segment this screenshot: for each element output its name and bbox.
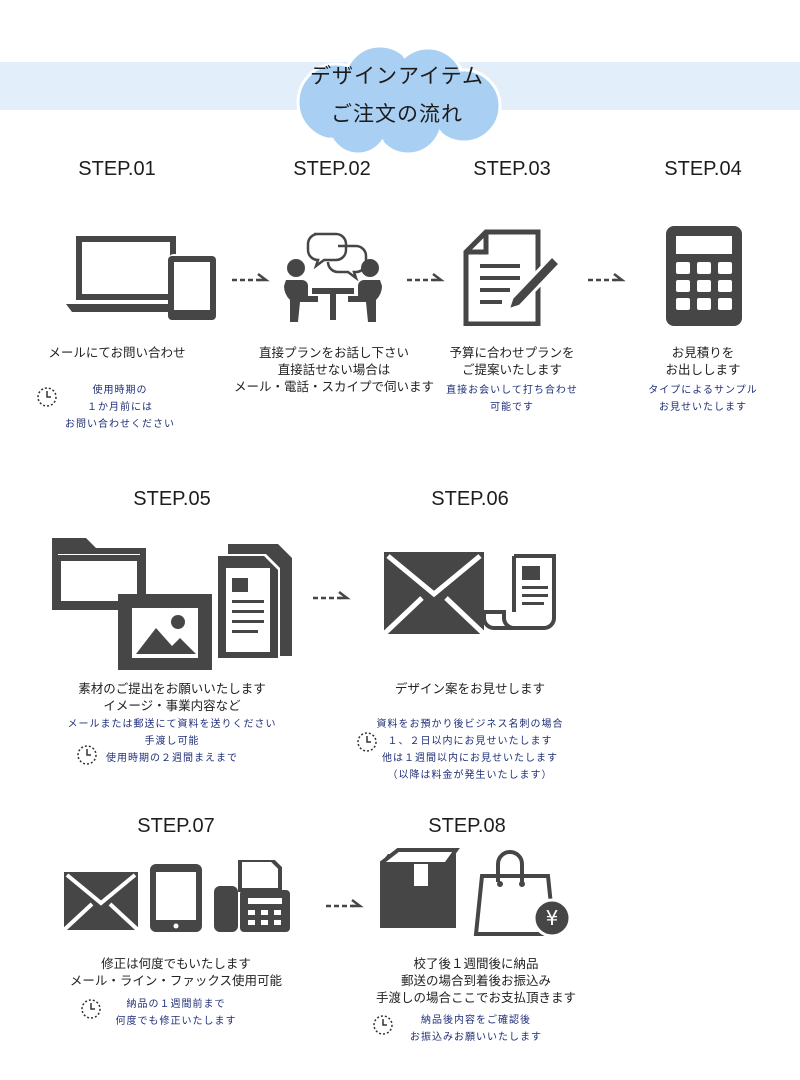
arrow-icon	[326, 899, 364, 908]
step-05-description: 素材のご提出をお願いいたします イメージ・事業内容など	[78, 681, 266, 713]
step-04-description: お見積りを お出しします	[665, 345, 741, 377]
step-07-description: 修正は何度でもいたします メール・ライン・ファックス使用可能	[69, 956, 283, 988]
title-cloud	[296, 44, 502, 156]
step-03-description: 予算に合わせプランを ご提案いたします	[449, 345, 575, 377]
page-title-line2: ご注文の流れ	[331, 102, 463, 126]
box-shopping-bag-yen-icon: ¥	[380, 848, 572, 938]
step-03-note: 直接お会いして打ち合わせ 可能です	[446, 385, 578, 413]
arrow-icon	[407, 273, 445, 282]
step-06-description: デザイン案をお見せします	[394, 681, 546, 696]
step-05-label: STEP.05	[133, 488, 211, 510]
step-04-label: STEP.04	[664, 158, 742, 180]
step-01-note: 使用時期の １か月前には お問い合わせください	[65, 385, 175, 430]
step-08-description: 校了後１週間後に納品 郵送の場合到着後お振込み 手渡しの場合ここでお支払頂きます	[375, 956, 577, 1005]
step-04-note: タイプによるサンプル お見せいたします	[648, 385, 758, 413]
arrow-icon	[232, 273, 270, 282]
arrow-icon	[588, 273, 626, 282]
meeting-icon	[284, 232, 382, 322]
step-01-description: メールにてお問い合わせ	[48, 345, 186, 360]
step-01-label: STEP.01	[78, 158, 156, 180]
clock-icon	[37, 387, 57, 407]
clock-icon	[77, 745, 97, 765]
step-02-description: 直接プランをお話し下さい 直接話せない場合は メール・電話・スカイプで伺います	[233, 345, 435, 394]
folder-image-documents-icon	[52, 538, 292, 670]
clock-icon	[81, 999, 101, 1019]
step-08-note: 納品後内容をご確認後 お振込みお願いいたします	[410, 1015, 542, 1043]
step-07-label: STEP.07	[137, 815, 215, 837]
laptop-tablet-icon	[66, 236, 216, 320]
arrow-icon	[313, 591, 351, 600]
mail-scroll-icon	[384, 552, 556, 636]
step-06-note: 資料をお預かり後ビジネス名刺の場合 １、２日以内にお見せいたします 他は１週間以…	[376, 719, 564, 781]
svg-text:¥: ¥	[546, 906, 559, 930]
step-06-label: STEP.06	[431, 488, 509, 510]
step-03-label: STEP.03	[473, 158, 551, 180]
document-pen-icon	[463, 229, 562, 326]
page-title-line1: デザインアイテム	[310, 64, 484, 88]
step-05-note: メールまたは郵送にて資料を送りください 手渡し可能 使用時期の２週間まえまで	[67, 719, 277, 764]
step-02-label: STEP.02	[293, 158, 371, 180]
step-07-note: 納品の１週間前まで 何度でも修正いたします	[115, 999, 237, 1027]
mail-tablet-fax-icon	[64, 860, 290, 932]
clock-icon	[357, 732, 377, 752]
step-08-label: STEP.08	[428, 815, 506, 837]
clock-icon	[373, 1015, 393, 1035]
calculator-icon	[666, 226, 742, 326]
